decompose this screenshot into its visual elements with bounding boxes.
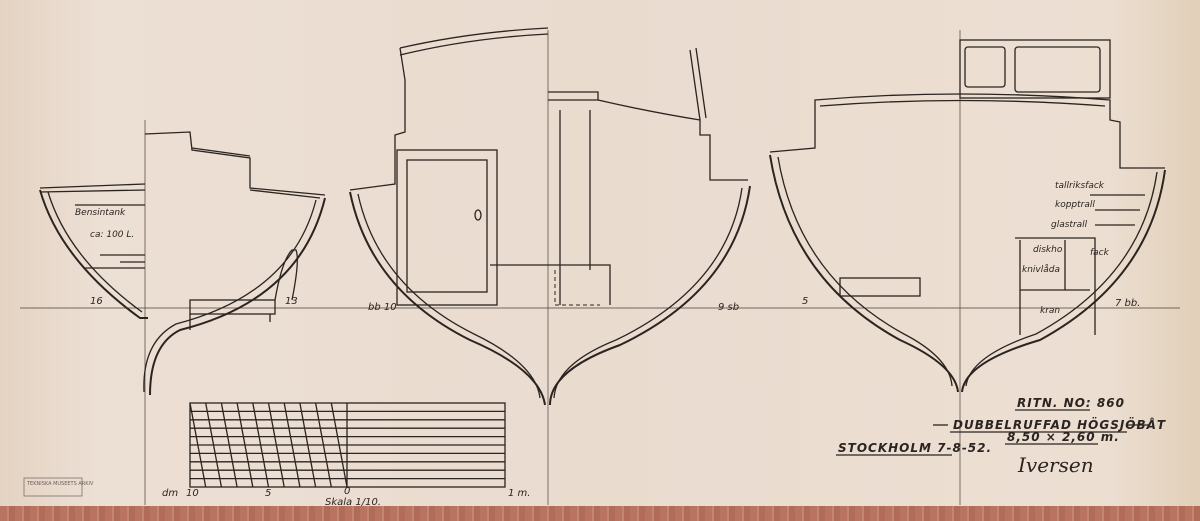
archive-stamp: TEKNISKA MUSEETS ARKIV: [23, 477, 94, 497]
label-kran: kran: [1040, 306, 1060, 316]
scale-tick-10: 10: [186, 488, 199, 499]
scale-diagonal: [205, 402, 223, 488]
label-knivlada: knivlåda: [1022, 264, 1060, 275]
scale-diagonal: [236, 402, 254, 488]
frame-number-right: 7 bb.: [1115, 298, 1140, 309]
scale-unit-m: 1 m.: [508, 488, 530, 499]
frame-number-right: 9 sb: [718, 302, 739, 313]
stamp-text: TEKNISKA MUSEETS ARKIV: [26, 481, 94, 487]
right-section: tallriksfack kopptrall glastrall diskho …: [769, 39, 1166, 393]
drawing-number: RITN. NO: 860: [1017, 396, 1125, 410]
scale-diagonal: [299, 402, 317, 488]
middle-section: bb 10 9 sb: [349, 27, 751, 406]
title-block: RITN. NO: 860 DUBBELRUFFAD HÖGSJÖBÅT 8,5…: [836, 396, 1166, 477]
label-fack: fack: [1090, 248, 1110, 258]
scale-label: Skala 1/10.: [325, 497, 381, 508]
scale-diagonal: [330, 402, 348, 488]
label-kopptrall: kopptrall: [1055, 200, 1095, 210]
scale-diagonal: [267, 402, 285, 488]
tank-label: Bensintank: [75, 208, 126, 218]
scale-diagonal: [283, 402, 301, 488]
place-date: STOCKHOLM 7-8-52.: [838, 441, 992, 455]
signature: Iversen: [1017, 453, 1094, 477]
frame-number-left: 16: [90, 296, 103, 307]
scale-diagonal: [314, 402, 332, 488]
frame-number-right: 13: [285, 296, 298, 307]
scale-tick-5: 5: [265, 488, 271, 499]
frame-number-left: bb 10: [368, 302, 397, 313]
scale-diagonal: [189, 402, 207, 488]
left-section: Bensintank ca: 100 L. 16 13: [39, 131, 326, 396]
scale-unit-dm: dm: [162, 488, 178, 499]
tank-capacity-label: ca: 100 L.: [90, 230, 134, 240]
scale-bar: dm 10 5 0 1 m. Skala 1/10.: [162, 402, 530, 508]
label-diskho: diskho: [1033, 245, 1063, 255]
label-tallriksfack: tallriksfack: [1055, 181, 1105, 191]
mounting-strip: [0, 506, 1200, 521]
label-glastrall: glastrall: [1051, 220, 1088, 230]
scale-tick-0: 0: [344, 486, 350, 497]
drawing-title: DUBBELRUFFAD HÖGSJÖBÅT: [953, 417, 1166, 432]
scale-diagonal: [252, 402, 270, 488]
boat-dimensions: 8,50 × 2,60 m.: [1007, 430, 1120, 444]
scale-diagonal: [220, 402, 238, 488]
frame-number-left: 5: [802, 296, 808, 307]
